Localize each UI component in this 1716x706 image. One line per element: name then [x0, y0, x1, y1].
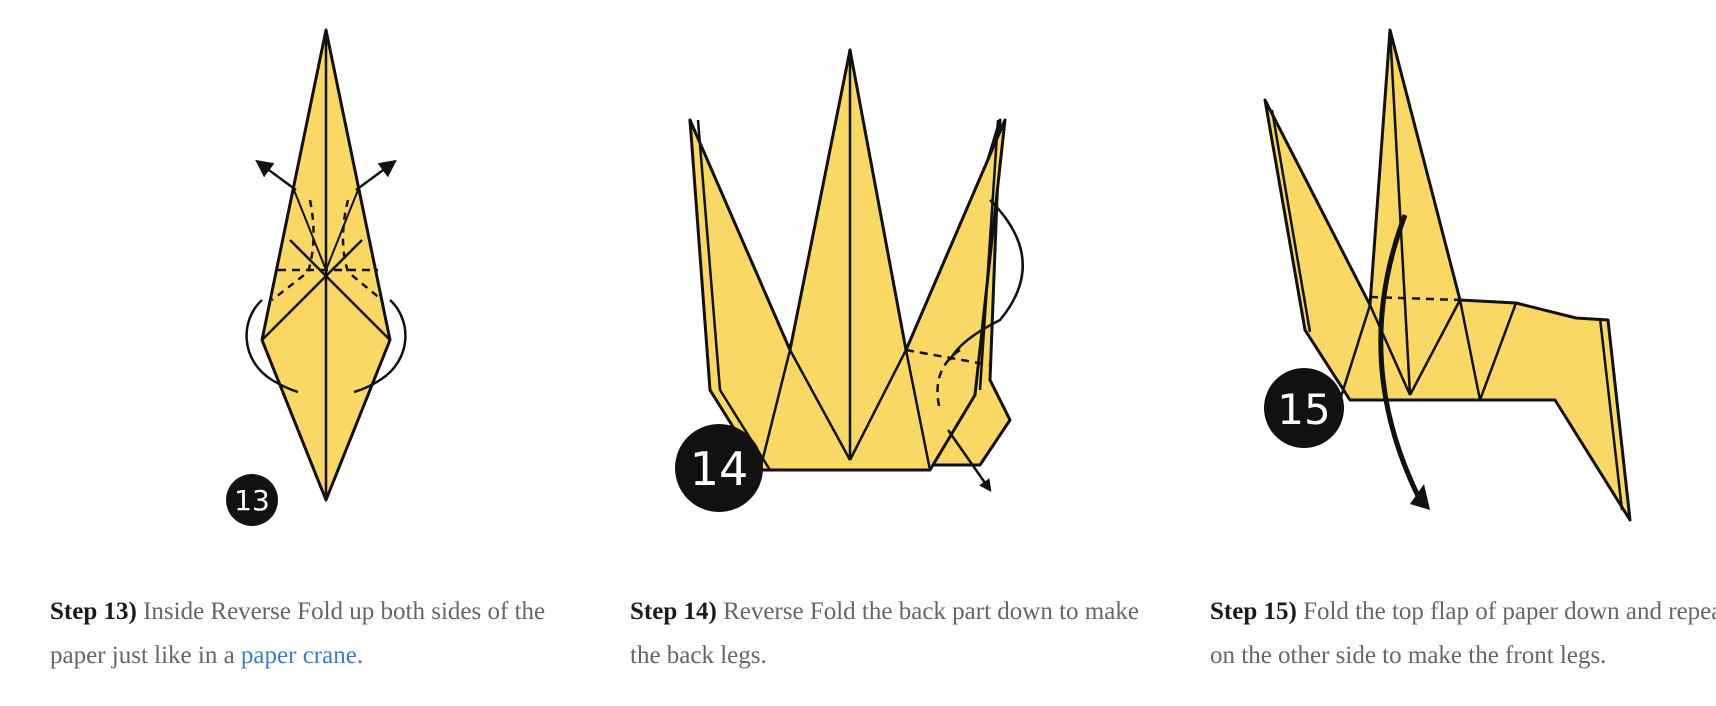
- step-14-section: 14 Step 14) Reverse Fold the back part d…: [630, 0, 1150, 706]
- fold-flap-down-diagram: 15: [1263, 28, 1632, 522]
- step-14-diagram: 14: [630, 0, 1150, 540]
- step-14-badge: 14: [690, 442, 749, 496]
- step-13-badge: 13: [234, 484, 270, 517]
- step-14-text: Reverse Fold the back part down to make …: [630, 598, 1139, 669]
- step-15-text: Fold the top flap of paper down and repe…: [1210, 598, 1716, 669]
- step-13-text: Inside Reverse Fold up both sides of the…: [50, 598, 546, 669]
- step-13-caption: Step 13) Inside Reverse Fold up both sid…: [50, 590, 570, 678]
- step-15-diagram: 15: [1210, 0, 1716, 540]
- step-13-section: 13 Step 13) Inside Reverse Fold up both …: [50, 0, 570, 706]
- step-15-section: 15 Step 15) Fold the top flap of paper d…: [1210, 0, 1716, 706]
- reverse-fold-down-diagram: 14: [675, 48, 1024, 512]
- step-15-label: Step 15): [1210, 598, 1297, 625]
- step-13-label: Step 13): [50, 598, 137, 625]
- paper-crane-link[interactable]: paper crane: [240, 642, 357, 669]
- step-15-caption: Step 15) Fold the top flap of paper down…: [1210, 590, 1716, 678]
- step-14-label: Step 14): [630, 598, 717, 625]
- step-13-diagram: 13: [50, 0, 570, 540]
- step-14-caption: Step 14) Reverse Fold the back part down…: [630, 590, 1150, 678]
- step-15-badge: 15: [1277, 385, 1330, 434]
- step-13-text-end: .: [356, 642, 364, 669]
- reverse-fold-up-diagram: 13: [226, 28, 407, 526]
